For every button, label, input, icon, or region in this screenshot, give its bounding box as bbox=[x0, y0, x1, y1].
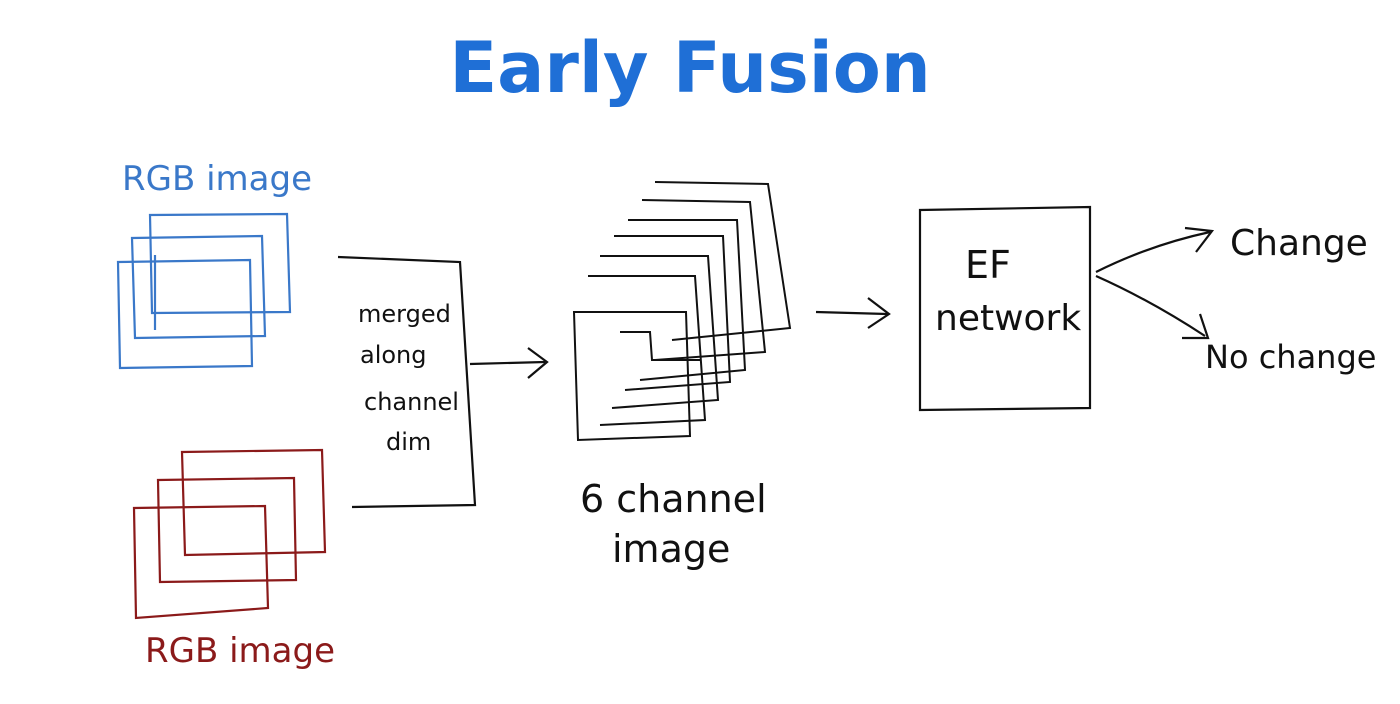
merge-box: merged along channel dim bbox=[337, 255, 477, 509]
rgb-frame-bottom-front bbox=[132, 504, 270, 620]
arrow-to-no-change bbox=[1095, 274, 1206, 337]
ef-network-line-1: EF bbox=[965, 243, 1011, 287]
arrow-stack-to-network bbox=[815, 297, 891, 329]
ef-network-outline bbox=[918, 205, 1092, 412]
rgb-image-top-label: RGB image bbox=[122, 159, 312, 199]
diagram-title: Early Fusion bbox=[449, 27, 930, 109]
ef-network-box: EF network bbox=[918, 205, 1092, 412]
stack-frame-1 bbox=[654, 181, 792, 341]
ef-network-line-2: network bbox=[935, 298, 1081, 339]
stack-inner bbox=[620, 331, 700, 361]
stack-frame-front bbox=[572, 311, 692, 442]
arrow-to-change bbox=[1095, 230, 1211, 273]
stack-frame-6 bbox=[588, 275, 707, 426]
rgb-frame-bottom-back bbox=[180, 448, 327, 557]
rgb-image-bottom: RGB image bbox=[132, 448, 335, 671]
stack-frame-2 bbox=[641, 199, 767, 361]
rgb-frame-top-mid bbox=[130, 234, 267, 340]
merge-box-outline bbox=[337, 255, 477, 509]
output-no-change: No change bbox=[1205, 338, 1376, 376]
six-channel-stack bbox=[572, 181, 792, 442]
rgb-frame-top-back bbox=[148, 212, 292, 315]
output-arrows bbox=[1095, 226, 1215, 340]
merge-line-4: dim bbox=[386, 428, 431, 456]
stack-frame-4 bbox=[614, 235, 732, 391]
merge-line-1: merged bbox=[358, 300, 451, 328]
stack-frame-3 bbox=[628, 219, 747, 381]
stack-label-line-1: 6 channel bbox=[580, 477, 767, 521]
merge-line-2: along bbox=[360, 341, 427, 369]
rgb-frame-bottom-mid bbox=[156, 476, 298, 584]
stack-frame-5 bbox=[600, 255, 720, 409]
stack-label-line-2: image bbox=[612, 527, 730, 571]
output-change: Change bbox=[1230, 223, 1368, 264]
arrow-merge-to-stack bbox=[469, 347, 549, 379]
rgb-frame-top-front bbox=[116, 258, 254, 370]
merge-line-3: channel bbox=[364, 388, 459, 416]
rgb-image-top: RGB image bbox=[116, 159, 312, 370]
rgb-image-bottom-label: RGB image bbox=[145, 631, 335, 671]
